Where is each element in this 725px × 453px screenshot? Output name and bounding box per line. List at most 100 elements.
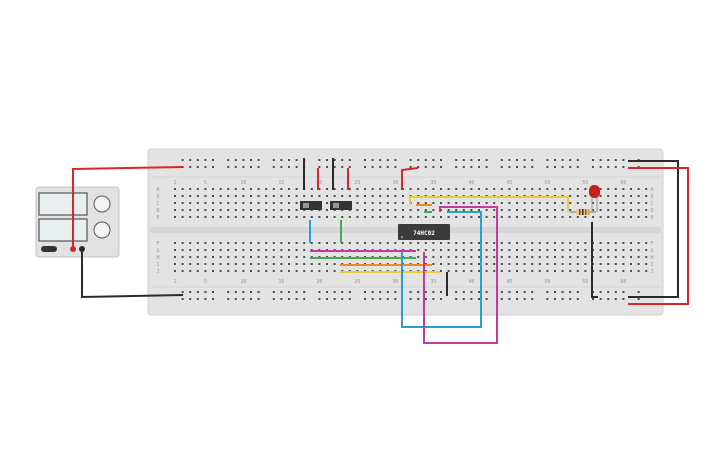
breadboard-hole[interactable] [326,159,328,161]
breadboard-hole[interactable] [250,291,252,293]
breadboard-hole[interactable] [409,188,412,190]
breadboard-hole[interactable] [440,263,442,265]
breadboard-hole[interactable] [614,291,617,293]
breadboard-hole[interactable] [531,270,534,272]
breadboard-hole[interactable] [234,209,237,211]
breadboard-hole[interactable] [417,166,420,168]
breadboard-hole[interactable] [227,249,230,251]
breadboard-hole[interactable] [462,291,465,293]
breadboard-hole[interactable] [348,216,351,218]
breadboard-hole[interactable] [272,195,275,197]
breadboard-hole[interactable] [280,202,283,204]
breadboard-hole[interactable] [607,159,610,161]
breadboard-hole[interactable] [508,249,511,251]
breadboard-hole[interactable] [538,216,541,218]
breadboard-hole[interactable] [569,298,572,300]
breadboard-hole[interactable] [272,159,275,161]
breadboard-hole[interactable] [227,298,230,300]
breadboard-hole[interactable] [538,188,541,190]
breadboard-hole[interactable] [242,256,245,258]
breadboard-hole[interactable] [554,159,556,161]
current-knob[interactable] [93,221,111,239]
breadboard-hole[interactable] [371,188,374,190]
breadboard-hole[interactable] [227,209,230,211]
breadboard-hole[interactable] [432,188,435,190]
breadboard-hole[interactable] [614,256,617,258]
breadboard-hole[interactable] [326,291,328,293]
breadboard-hole[interactable] [455,202,458,204]
breadboard-hole[interactable] [265,256,268,258]
breadboard-hole[interactable] [630,209,632,211]
breadboard-hole[interactable] [478,209,480,211]
breadboard-hole[interactable] [288,202,290,204]
breadboard-hole[interactable] [500,159,503,161]
breadboard-hole[interactable] [455,249,458,251]
breadboard-hole[interactable] [531,242,534,244]
breadboard-hole[interactable] [212,270,214,272]
breadboard-hole[interactable] [478,270,480,272]
breadboard-hole[interactable] [546,298,549,300]
breadboard-hole[interactable] [417,256,420,258]
breadboard-hole[interactable] [500,263,503,265]
breadboard-hole[interactable] [295,202,298,204]
breadboard-hole[interactable] [622,166,625,168]
breadboard-hole[interactable] [432,291,435,293]
breadboard-hole[interactable] [508,209,511,211]
breadboard-hole[interactable] [394,188,397,190]
breadboard-hole[interactable] [485,256,488,258]
breadboard-hole[interactable] [470,166,473,168]
breadboard-hole[interactable] [303,249,306,251]
breadboard-hole[interactable] [212,298,214,300]
breadboard-hole[interactable] [196,242,199,244]
breadboard-hole[interactable] [569,256,572,258]
breadboard-hole[interactable] [386,291,389,293]
breadboard-hole[interactable] [592,166,594,168]
breadboard-hole[interactable] [614,270,617,272]
breadboard-hole[interactable] [280,291,283,293]
breadboard-hole[interactable] [576,242,579,244]
breadboard-hole[interactable] [379,159,382,161]
breadboard-hole[interactable] [599,242,602,244]
breadboard-hole[interactable] [569,209,572,211]
breadboard-hole[interactable] [622,249,625,251]
breadboard-hole[interactable] [508,216,511,218]
breadboard-hole[interactable] [219,216,222,218]
breadboard-hole[interactable] [485,270,488,272]
breadboard-hole[interactable] [318,188,321,190]
breadboard-hole[interactable] [234,291,237,293]
breadboard-hole[interactable] [584,256,587,258]
breadboard-hole[interactable] [250,209,252,211]
breadboard-hole[interactable] [584,249,587,251]
breadboard-hole[interactable] [280,256,283,258]
breadboard-hole[interactable] [303,298,306,300]
breadboard-hole[interactable] [204,188,207,190]
breadboard-hole[interactable] [204,291,207,293]
breadboard-hole[interactable] [546,188,549,190]
breadboard-hole[interactable] [227,202,230,204]
breadboard-hole[interactable] [326,188,328,190]
breadboard-hole[interactable] [204,216,207,218]
breadboard-hole[interactable] [440,256,442,258]
breadboard-hole[interactable] [250,195,252,197]
breadboard-hole[interactable] [462,166,465,168]
breadboard-hole[interactable] [196,202,199,204]
breadboard-hole[interactable] [645,249,648,251]
breadboard-hole[interactable] [561,298,564,300]
breadboard-hole[interactable] [204,249,207,251]
breadboard-hole[interactable] [607,242,610,244]
breadboard-hole[interactable] [257,202,260,204]
breadboard-hole[interactable] [189,242,192,244]
breadboard-hole[interactable] [326,270,328,272]
breadboard-hole[interactable] [516,159,518,161]
breadboard-hole[interactable] [478,159,480,161]
breadboard-hole[interactable] [523,256,526,258]
breadboard-hole[interactable] [531,202,534,204]
breadboard-hole[interactable] [174,249,176,251]
breadboard-hole[interactable] [371,216,374,218]
breadboard-hole[interactable] [250,159,252,161]
breadboard-hole[interactable] [341,216,344,218]
breadboard-hole[interactable] [364,166,366,168]
breadboard-hole[interactable] [212,202,214,204]
breadboard-hole[interactable] [234,216,237,218]
breadboard-hole[interactable] [493,270,496,272]
